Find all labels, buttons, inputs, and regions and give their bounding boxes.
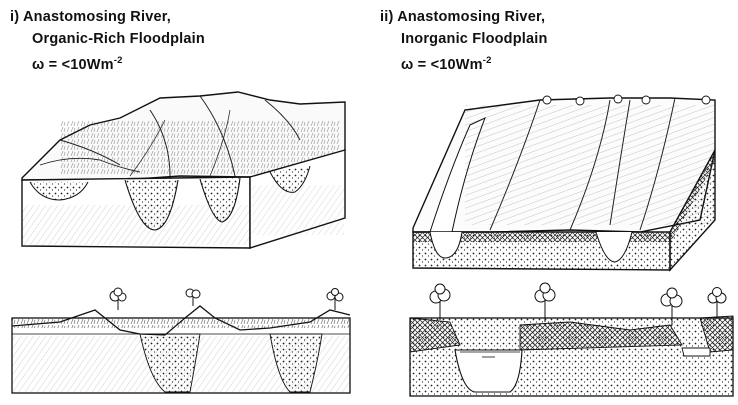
panel-organic-rich: i) Anastomosing River, Organic-Rich Floo… (0, 0, 370, 405)
inorganic-floodplain-illustration (370, 0, 738, 405)
organic-floodplain-illustration (0, 0, 370, 405)
panel-inorganic: ii) Anastomosing River, Inorganic Floodp… (370, 0, 738, 405)
cross-section (12, 288, 350, 393)
tree-icons (110, 288, 343, 310)
cross-section (410, 283, 733, 396)
block-diagram (22, 92, 345, 248)
block-diagram (413, 95, 715, 270)
